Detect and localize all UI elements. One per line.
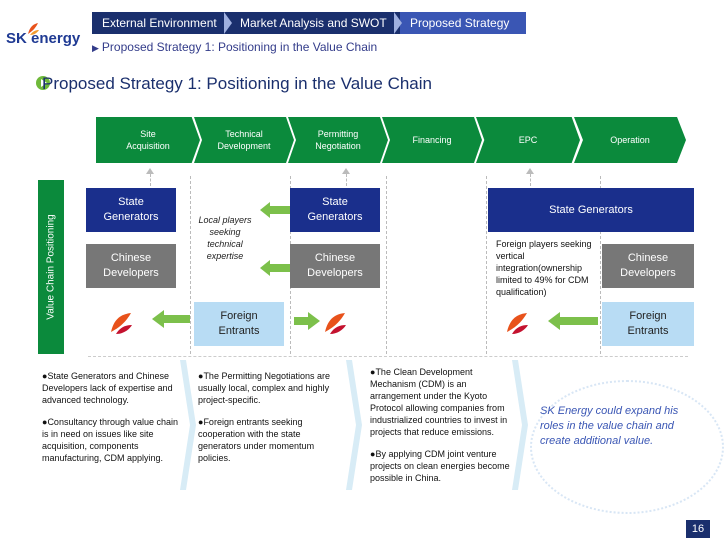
tab-label: Proposed Strategy xyxy=(410,16,510,30)
chain-label: Financing xyxy=(412,135,452,145)
chain-step-operation: Operation xyxy=(574,117,686,163)
tab-label: External Environment xyxy=(102,16,217,30)
tab-proposed-strategy[interactable]: Proposed Strategy xyxy=(400,12,526,34)
chain-step-site-acquisition: Site Acquisition xyxy=(96,117,200,163)
bottom-column-3: ●The Clean Development Mechanism (CDM) i… xyxy=(370,366,512,484)
box-label: State Generators xyxy=(307,196,363,223)
page-number: 16 xyxy=(686,520,710,538)
conclusion-text: SK Energy could expand his roles in the … xyxy=(540,405,679,447)
arrow-left-icon xyxy=(548,312,598,330)
state-generators-box: State Generators xyxy=(290,188,380,232)
foreign-entrants-box: Foreign Entrants xyxy=(194,302,284,346)
sk-energy-logo: SK energy xyxy=(6,22,86,52)
chain-step-financing: Financing xyxy=(382,117,482,163)
chain-step-permitting-negotiation: Permitting Negotiation xyxy=(288,117,388,163)
sk-butterfly-icon xyxy=(325,313,346,334)
local-players-note: Local players seeking technical expertis… xyxy=(198,215,252,261)
dashed-connector xyxy=(346,174,347,186)
chevron-divider-icon xyxy=(346,360,362,490)
decorative-oval xyxy=(530,380,724,514)
value-chain-positioning-label: Value Chain Positioning xyxy=(38,180,64,354)
bullet-item: ●The Permitting Negotiations are usually… xyxy=(198,371,330,405)
chevron-divider-icon xyxy=(180,360,196,490)
chain-label: EPC xyxy=(518,135,538,145)
foreign-players-note: Foreign players seeking vertical integra… xyxy=(496,239,592,297)
top-navigation: External Environment Market Analysis and… xyxy=(92,12,526,34)
sk-butterfly-icon xyxy=(28,23,39,35)
arrow-up-icon xyxy=(342,168,350,174)
dashed-divider xyxy=(486,176,487,354)
bullet-item: ●Foreign entrants seeking cooperation wi… xyxy=(198,417,315,463)
bullet-text: Consultancy through value chain is in ne… xyxy=(42,417,179,463)
arrow-left-icon xyxy=(260,260,290,276)
sk-butterfly-icon xyxy=(507,313,528,334)
chinese-developers-box: Chinese Developers xyxy=(290,244,380,288)
breadcrumb-text: Proposed Strategy 1: Positioning in the … xyxy=(101,40,378,54)
chinese-developers-box: Chinese Developers xyxy=(86,244,176,288)
dashed-connector xyxy=(150,174,151,186)
arrow-up-icon xyxy=(526,168,534,174)
chain-step-epc: EPC xyxy=(476,117,580,163)
page-title: Proposed Strategy 1: Positioning in the … xyxy=(42,74,432,93)
arrow-left-icon xyxy=(260,202,290,218)
tab-label: Market Analysis and SWOT xyxy=(240,16,387,30)
bullet-item: ●The Clean Development Mechanism (CDM) i… xyxy=(370,367,508,437)
bullet-text: The Permitting Negotiations are usually … xyxy=(198,371,330,405)
chain-label: Permitting Negotiation xyxy=(315,129,361,151)
logo-text: SK energy xyxy=(6,30,81,47)
tab-market-analysis[interactable]: Market Analysis and SWOT xyxy=(230,12,402,34)
arrow-up-icon xyxy=(146,168,154,174)
box-label: Foreign Entrants xyxy=(218,310,260,337)
chain-label: Operation xyxy=(610,135,650,145)
bullet-text: Foreign entrants seeking cooperation wit… xyxy=(198,417,315,463)
triangle-right-icon: ▶ xyxy=(92,43,99,53)
bottom-column-2: ●The Permitting Negotiations are usually… xyxy=(198,370,338,464)
bullet-text: State Generators and Chinese Developers … xyxy=(42,371,173,405)
sk-butterfly-icon xyxy=(111,313,132,334)
dashed-divider xyxy=(386,176,387,354)
box-label: Chinese Developers xyxy=(103,252,159,279)
chain-label: Technical Development xyxy=(217,129,271,151)
tab-external-environment[interactable]: External Environment xyxy=(92,12,232,34)
vertical-label-text: Value Chain Positioning xyxy=(45,214,57,320)
box-label: State Generators xyxy=(549,203,633,216)
chain-label: Site Acquisition xyxy=(126,129,170,151)
chain-step-technical-development: Technical Development xyxy=(194,117,294,163)
bullet-text: By applying CDM joint venture projects o… xyxy=(370,449,510,483)
arrow-right-icon xyxy=(294,312,320,330)
bullet-item: ●Consultancy through value chain is in n… xyxy=(42,417,179,463)
chevron-separator-icon xyxy=(394,12,402,34)
state-generators-box: State Generators xyxy=(86,188,176,232)
chevron-separator-icon xyxy=(224,12,232,34)
dashed-divider xyxy=(600,176,601,354)
box-label: State Generators xyxy=(103,196,159,223)
chinese-developers-box: Chinese Developers xyxy=(602,244,694,288)
section-divider xyxy=(88,356,688,357)
box-label: Foreign Entrants xyxy=(627,310,669,337)
title-bullet-icon xyxy=(36,76,50,90)
foreign-entrants-box: Foreign Entrants xyxy=(602,302,694,346)
dashed-connector xyxy=(530,174,531,186)
dashed-divider xyxy=(190,176,191,354)
bullet-item: ●State Generators and Chinese Developers… xyxy=(42,371,173,405)
breadcrumb: ▶Proposed Strategy 1: Positioning in the… xyxy=(92,40,377,54)
arrow-left-icon xyxy=(152,310,190,328)
state-generators-wide-box: State Generators xyxy=(488,188,694,232)
bottom-column-1: ●State Generators and Chinese Developers… xyxy=(42,370,182,464)
box-label: Chinese Developers xyxy=(307,252,363,279)
bullet-text: The Clean Development Mechanism (CDM) is… xyxy=(370,367,508,437)
bullet-item: ●By applying CDM joint venture projects … xyxy=(370,449,510,483)
chevron-divider-icon xyxy=(512,360,528,490)
box-label: Chinese Developers xyxy=(620,252,676,279)
